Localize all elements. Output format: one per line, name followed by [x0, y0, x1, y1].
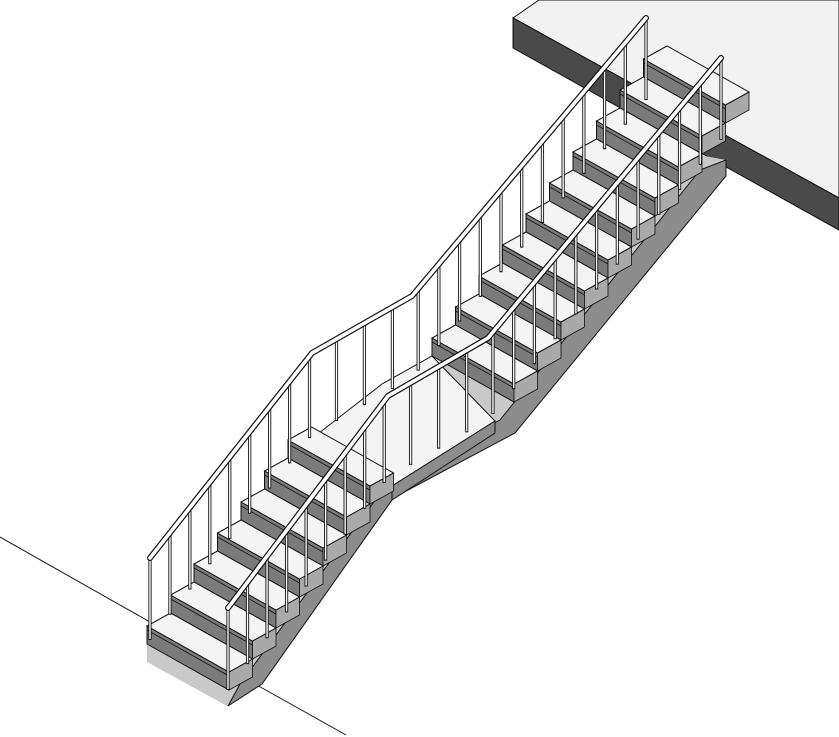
- upper-step-nosing: [643, 62, 726, 110]
- upper-step-tread: [430, 324, 539, 385]
- upper-step-nosing: [596, 124, 679, 172]
- ground-floor-lines: [0, 536, 347, 736]
- lower-step-tread: [169, 581, 278, 642]
- landing-edge: [391, 420, 496, 501]
- lower-step-nosing: [240, 505, 324, 553]
- upper-step-nosing: [572, 155, 656, 203]
- stair-body: [145, 45, 751, 707]
- lower-step-nosing: [146, 629, 230, 677]
- lower-step-nosing: [170, 598, 253, 646]
- lower-step-nosing: [193, 567, 277, 615]
- upper-step-nosing: [619, 93, 703, 141]
- inner-railing-handrail-highlight: [226, 56, 723, 610]
- lower-step-nosing: [264, 474, 347, 522]
- lower-step-tread: [145, 612, 254, 673]
- upper-step-nosing: [431, 341, 515, 389]
- floor-edge-line: [0, 536, 151, 623]
- upper-step-nosing: [455, 310, 538, 358]
- upper-step-tread: [595, 107, 704, 168]
- outer-railing-handrail-highlight: [148, 16, 648, 560]
- lower-step-nosing: [287, 443, 371, 491]
- floor-edge-line: [254, 683, 347, 736]
- railings: [147, 15, 724, 690]
